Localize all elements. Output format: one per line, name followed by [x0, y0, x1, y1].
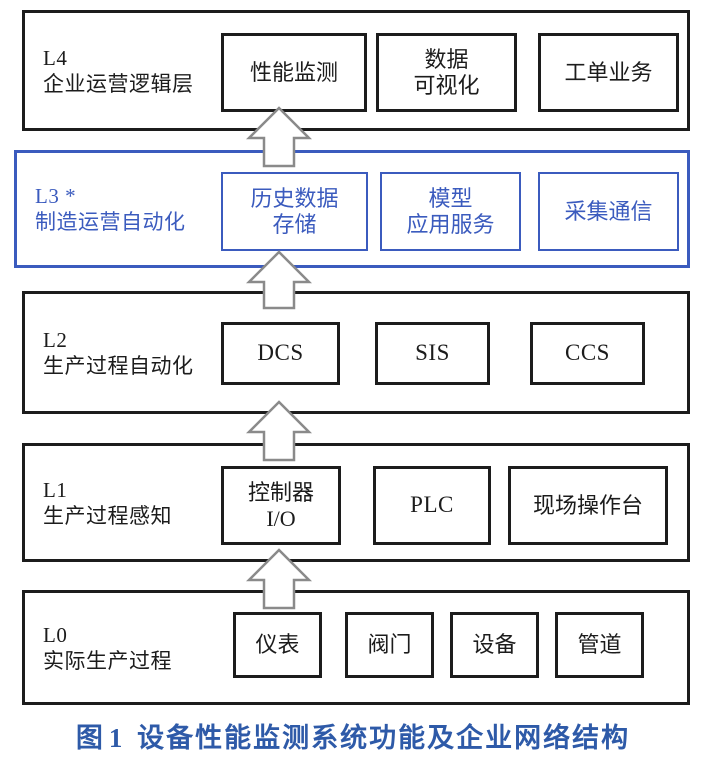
layer-code-l2: L2	[43, 327, 68, 352]
node-l3-1[interactable]: 模型 应用服务	[380, 172, 521, 251]
layer-label-l2: L2 生产过程自动化	[43, 326, 194, 379]
figure-caption-label: 图1	[75, 723, 129, 753]
layer-code-l1: L1	[43, 477, 68, 502]
node-l1-0[interactable]: 控制器 I/O	[221, 466, 341, 545]
node-l4-0[interactable]: 性能监测	[221, 33, 367, 112]
layer-name-l2: 生产过程自动化	[43, 353, 194, 378]
node-l4-1[interactable]: 数据 可视化	[376, 33, 517, 112]
connector-arrow-l2-to-l3	[246, 250, 312, 310]
layer-nodes-l3: 历史数据 存储 模型 应用服务 采集通信	[17, 153, 687, 265]
layer-label-l4: L4 企业运营逻辑层	[43, 44, 194, 97]
layer-name-l0: 实际生产过程	[43, 648, 172, 673]
layer-label-l1: L1 生产过程感知	[43, 476, 172, 529]
node-l2-0[interactable]: DCS	[221, 322, 340, 385]
connector-arrow-l3-to-l4	[246, 106, 312, 168]
node-l3-0[interactable]: 历史数据 存储	[221, 172, 368, 251]
layer-band-l3: L3 * 制造运营自动化 历史数据 存储 模型 应用服务 采集通信	[14, 150, 690, 268]
layer-name-l3: 制造运营自动化	[35, 210, 186, 234]
layer-code-l0: L0	[43, 622, 68, 647]
node-l0-2[interactable]: 设备	[450, 612, 539, 678]
layer-band-l0: L0 实际生产过程 仪表 阀门 设备 管道	[22, 590, 690, 705]
node-l0-3[interactable]: 管道	[555, 612, 644, 678]
node-l1-1[interactable]: PLC	[373, 466, 491, 545]
node-l0-1[interactable]: 阀门	[345, 612, 434, 678]
layer-code-l4: L4	[43, 45, 68, 70]
node-l3-2[interactable]: 采集通信	[538, 172, 679, 251]
layer-nodes-l2: DCS SIS CCS	[25, 294, 687, 411]
layer-name-l4: 企业运营逻辑层	[43, 71, 194, 96]
connector-arrow-l0-to-l1	[246, 548, 312, 610]
layer-nodes-l4: 性能监测 数据 可视化 工单业务	[25, 13, 687, 128]
layer-nodes-l1: 控制器 I/O PLC 现场操作台	[25, 446, 687, 559]
node-l1-2[interactable]: 现场操作台	[508, 466, 668, 545]
layer-label-l3: L3 * 制造运营自动化	[35, 183, 186, 236]
layer-band-l4: L4 企业运营逻辑层 性能监测 数据 可视化 工单业务	[22, 10, 690, 131]
layer-nodes-l0: 仪表 阀门 设备 管道	[25, 593, 687, 702]
layer-name-l1: 生产过程感知	[43, 503, 172, 528]
layer-band-l1: L1 生产过程感知 控制器 I/O PLC 现场操作台	[22, 443, 690, 562]
node-l4-2[interactable]: 工单业务	[538, 33, 679, 112]
node-l2-2[interactable]: CCS	[530, 322, 645, 385]
figure-caption: 图1 设备性能监测系统功能及企业网络结构	[0, 716, 706, 755]
node-l0-0[interactable]: 仪表	[233, 612, 322, 678]
layer-band-l2: L2 生产过程自动化 DCS SIS CCS	[22, 291, 690, 414]
layer-label-l0: L0 实际生产过程	[43, 621, 172, 674]
connector-arrow-l1-to-l2	[246, 400, 312, 462]
node-l2-1[interactable]: SIS	[375, 322, 490, 385]
figure-caption-text: 设备性能监测系统功能及企业网络结构	[137, 723, 631, 753]
layer-code-l3: L3 *	[35, 183, 77, 208]
